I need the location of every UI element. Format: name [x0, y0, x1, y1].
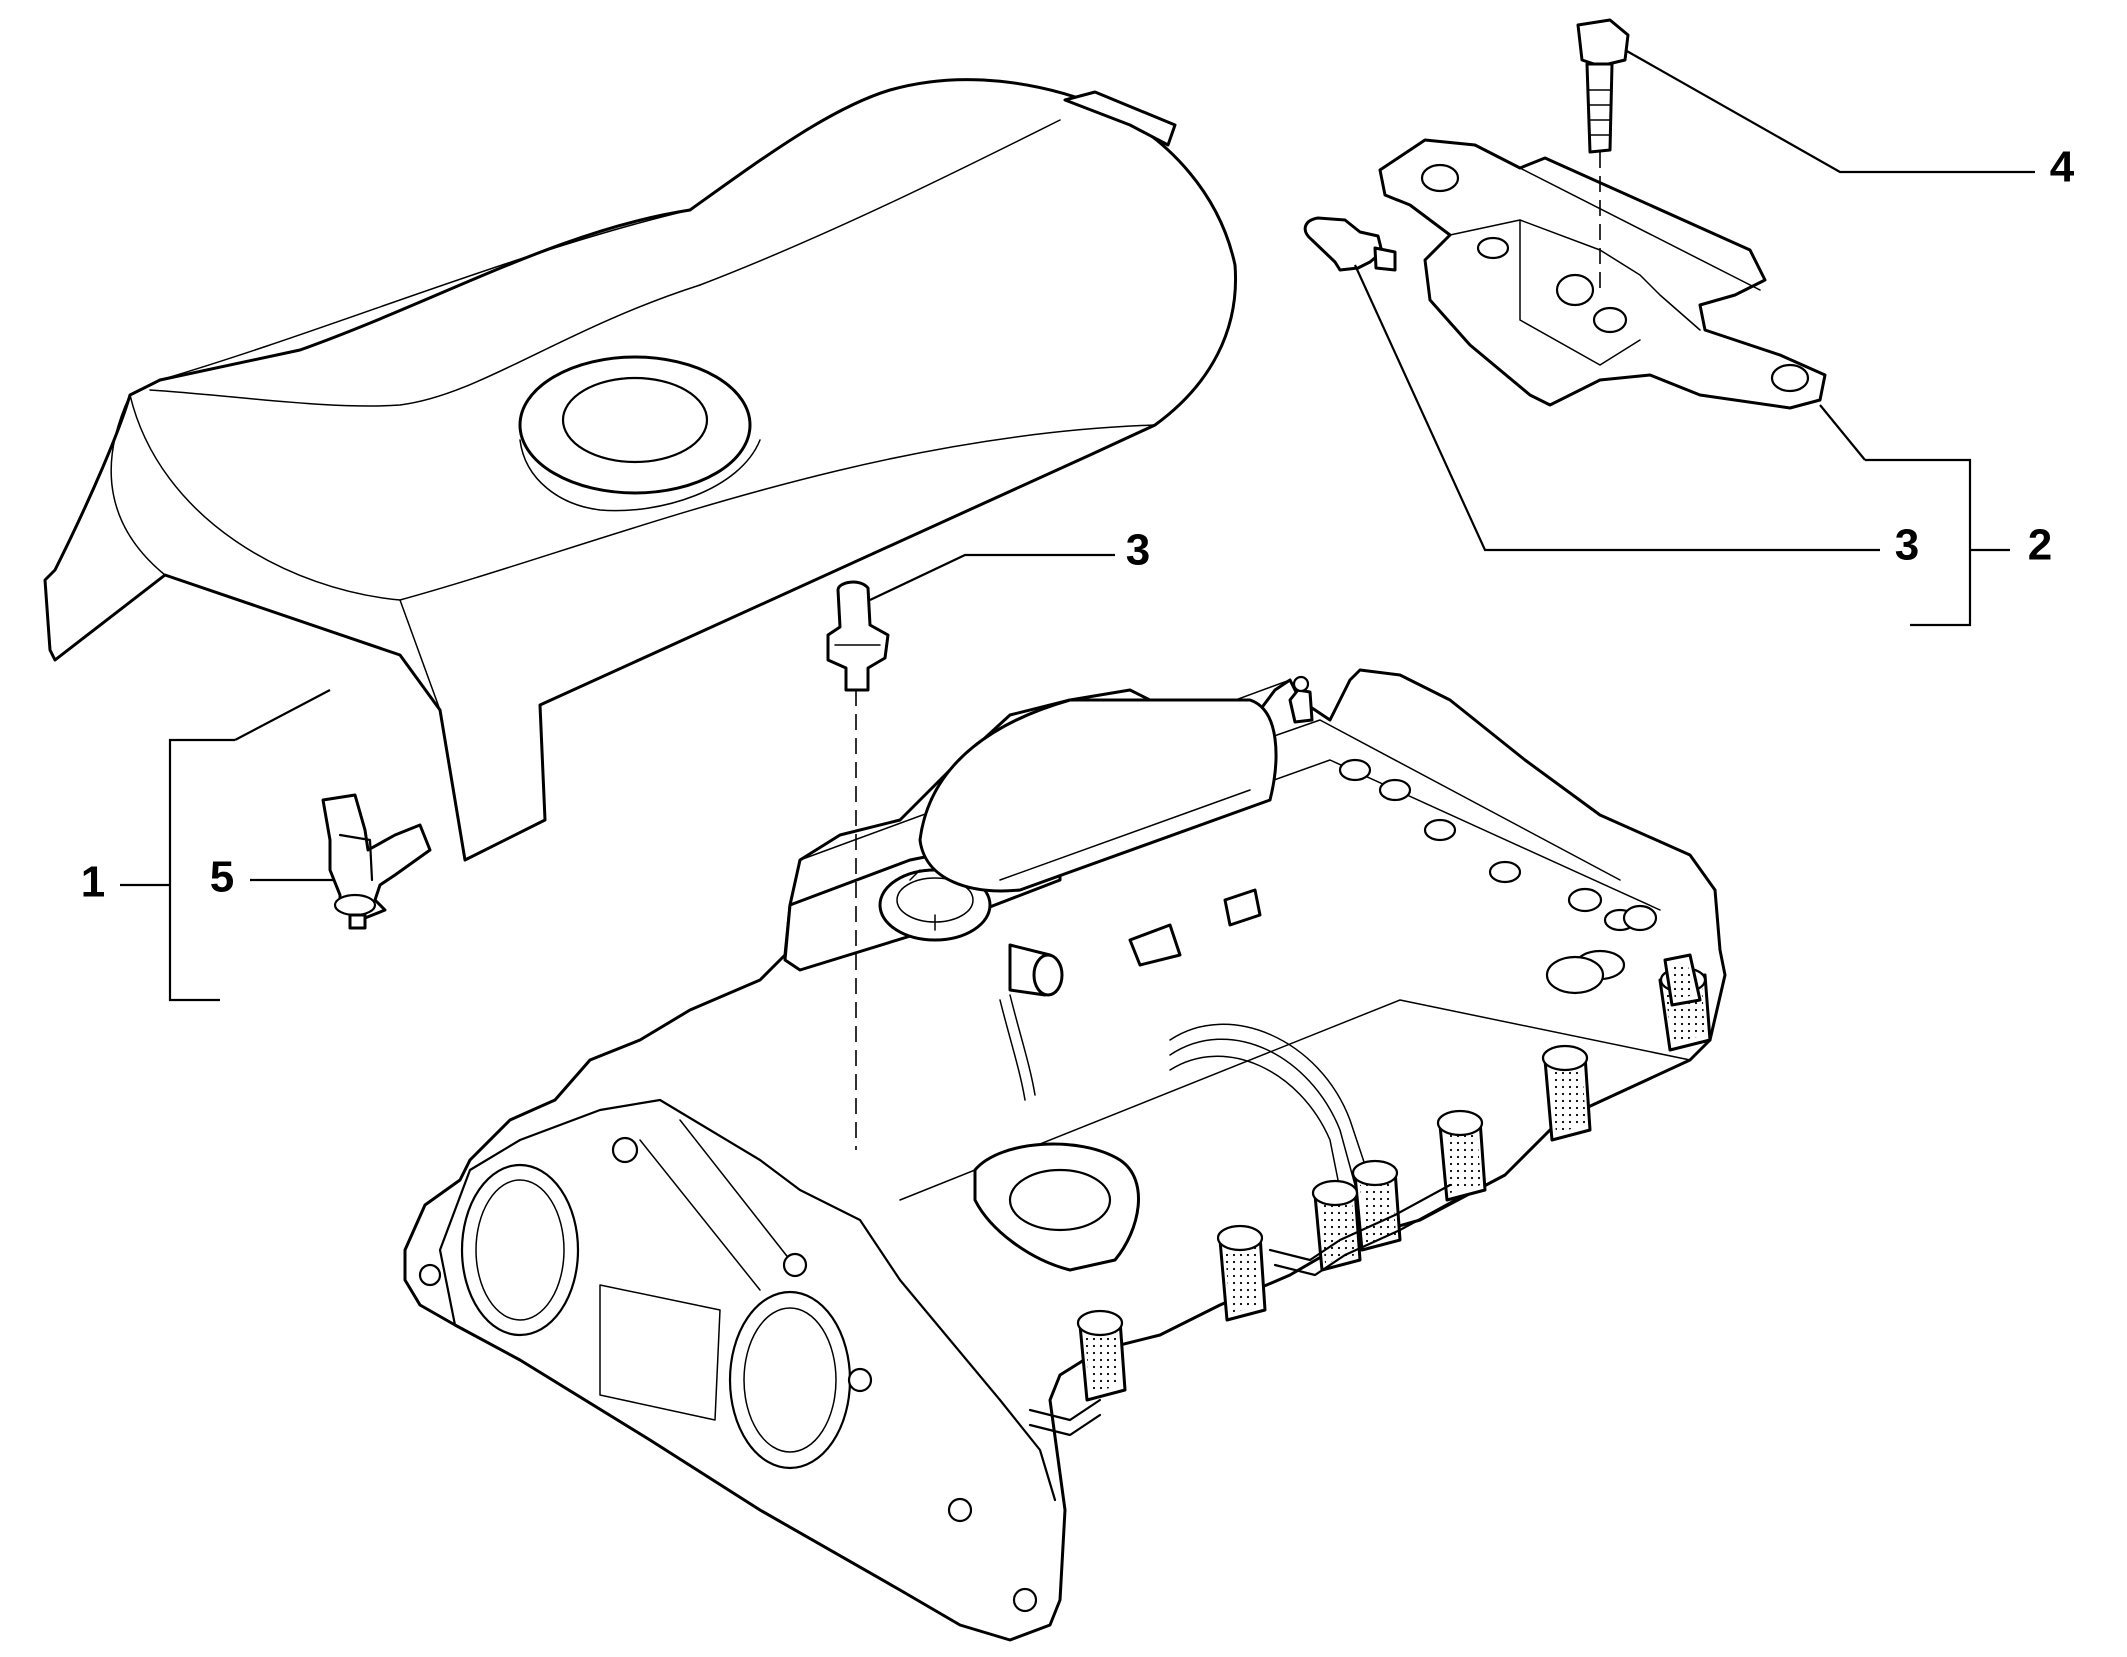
bracket-assembly: [1378, 138, 1827, 410]
leader-lines: [120, 49, 2035, 1002]
engine-cover: [43, 78, 1238, 862]
callout-3-right: 3: [1895, 521, 1919, 570]
callout-1: 1: [81, 858, 105, 907]
injector-bosses: [1076, 953, 1712, 1402]
filler-opening: [518, 355, 761, 512]
bolt: [1576, 18, 1630, 154]
callout-4: 4: [2050, 143, 2075, 192]
callout-5: 5: [210, 853, 234, 902]
breather-fitting-right: [1303, 216, 1397, 272]
callout-3-left: 3: [1126, 526, 1150, 575]
valve-cover: [403, 668, 1727, 1642]
callout-2: 2: [2028, 521, 2052, 570]
breather-fitting-left: [826, 580, 890, 692]
retaining-clip: [321, 793, 432, 930]
